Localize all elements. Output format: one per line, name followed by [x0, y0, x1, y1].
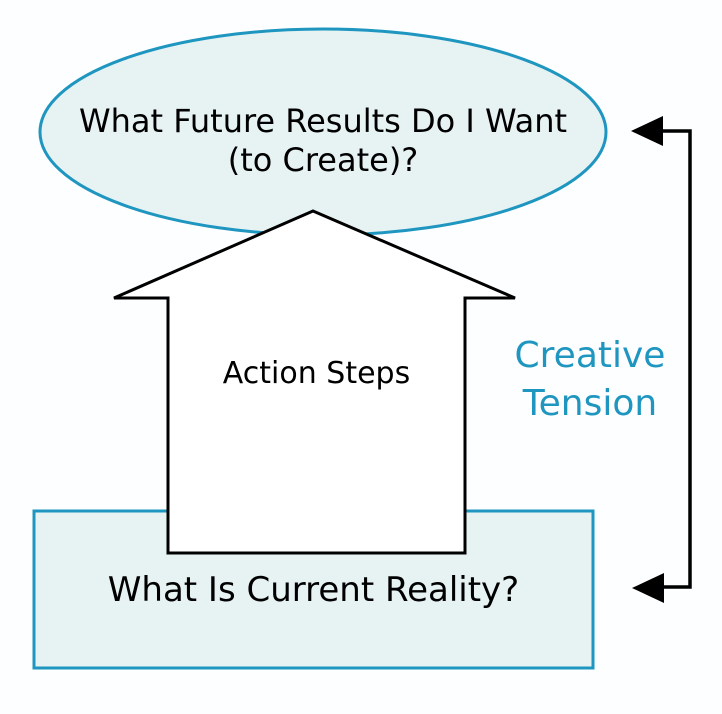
vision-label: What Future Results Do I Want (to Create…	[43, 102, 603, 180]
current-reality-label: What Is Current Reality?	[107, 570, 520, 610]
vision-label-line2: (to Create)?	[227, 141, 419, 179]
creative-tension-line1: Creative	[514, 335, 666, 376]
action-steps-label: Action Steps	[222, 356, 411, 391]
tension-arrowhead-bottom-icon	[632, 573, 664, 603]
creative-tension-label: Creative Tension	[480, 332, 700, 428]
tension-arrowhead-top-icon	[631, 116, 663, 146]
action-arrow-shape	[113, 209, 516, 555]
tension-bracket-line	[661, 129, 692, 589]
vision-label-line1: What Future Results Do I Want	[78, 102, 568, 140]
creative-tension-line2: Tension	[522, 383, 658, 424]
